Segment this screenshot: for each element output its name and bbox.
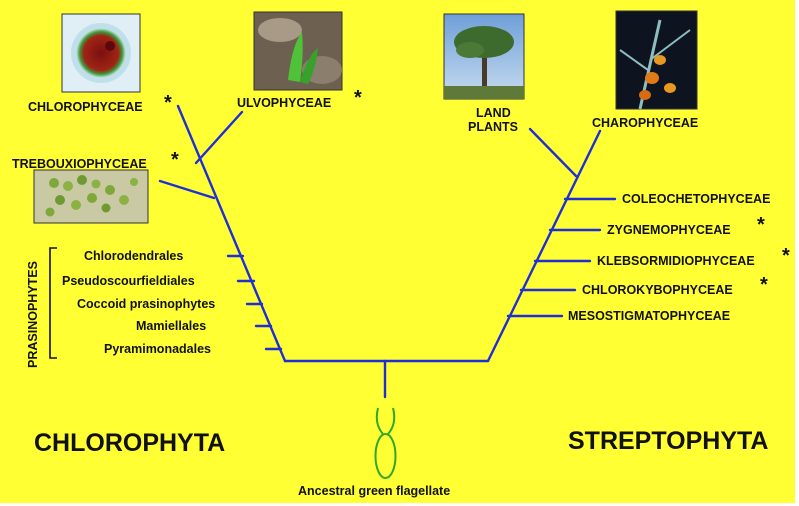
group-label-streptophyta: STREPTOPHYTA [568, 427, 769, 455]
label-charophyceae: CHAROPHYCEAE [592, 116, 698, 130]
label-land-plants-line2: PLANTS [468, 120, 518, 134]
group-label-chlorophyta: CHLOROPHYTA [34, 429, 225, 457]
prasinophytes-label: PRASINOPHYTES [26, 261, 40, 368]
prasinophytes-bracket [50, 248, 57, 358]
asterisk-ulvophyceae: * [354, 87, 362, 109]
ulvophyceae-photo [254, 12, 342, 90]
chlorophyceae-photo [62, 14, 140, 92]
streptophyta-trunk [488, 131, 600, 361]
label-pseudoscourfieldiales: Pseudoscourfieldiales [62, 274, 195, 288]
tree-branches [160, 106, 615, 397]
trebouxiophyceae-photo [34, 170, 148, 223]
label-land-plants-line1: LAND [476, 106, 511, 120]
label-chlorodendrales: Chlorodendrales [84, 249, 183, 263]
branch-trebouxiophyceae [160, 181, 214, 198]
branch-land-plants [530, 129, 576, 176]
label-ulvophyceae: ULVOPHYCEAE [237, 96, 331, 110]
label-klebsormidiophyceae: KLEBSORMIDIOPHYCEAE [597, 254, 755, 268]
asterisk-chlorophyceae: * [164, 92, 172, 114]
label-chlorokybophyceae: CHLOROKYBOPHYCEAE [582, 283, 733, 297]
asterisk-chlorokybophyceae: * [760, 274, 768, 296]
label-coleochetophyceae: COLEOCHETOPHYCEAE [622, 192, 770, 206]
asterisk-zygnemophyceae: * [757, 214, 765, 236]
label-trebouxiophyceae: TREBOUXIOPHYCEAE [12, 157, 147, 171]
flagellate-icon [376, 408, 396, 478]
label-ancestral-flagellate: Ancestral green flagellate [298, 484, 450, 498]
asterisk-klebsormidiophyceae: * [782, 245, 790, 267]
charophyceae-photo [616, 11, 697, 109]
label-mesostigmatophyceae: MESOSTIGMATOPHYCEAE [568, 309, 730, 323]
label-zygnemophyceae: ZYGNEMOPHYCEAE [607, 223, 731, 237]
label-mamiellales: Mamiellales [136, 319, 206, 333]
label-pyramimonadales: Pyramimonadales [104, 342, 211, 356]
label-coccoid-prasinophytes: Coccoid prasinophytes [77, 297, 215, 311]
label-chlorophyceae: CHLOROPHYCEAE [28, 100, 143, 114]
branch-ulvophyceae [196, 112, 242, 163]
land-plants-photo [444, 14, 524, 99]
asterisk-trebouxiophyceae: * [171, 149, 179, 171]
